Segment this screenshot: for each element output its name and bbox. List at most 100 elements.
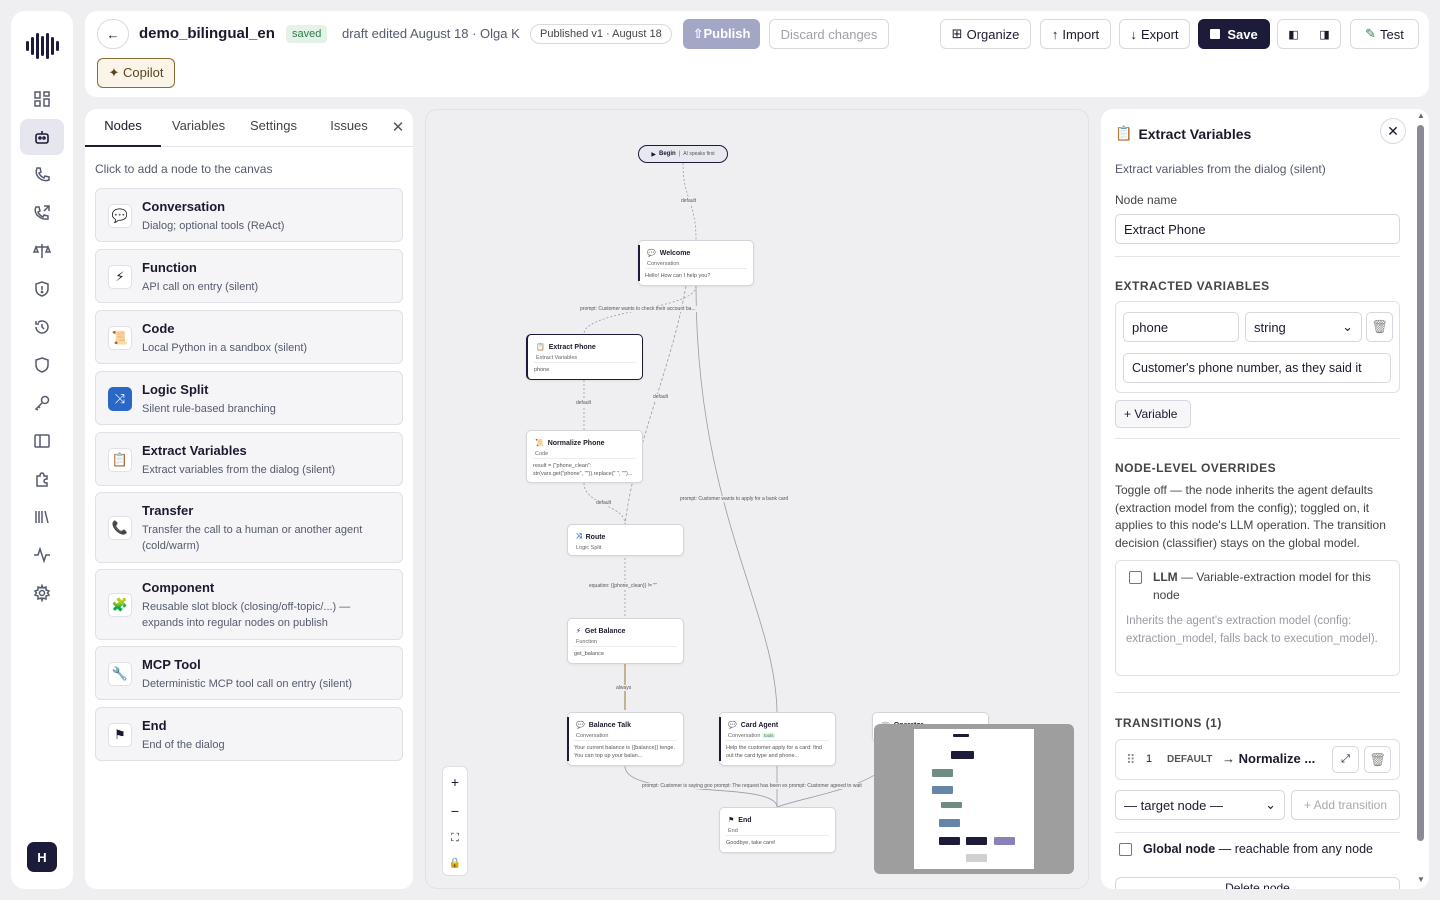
palette-item-desc: Silent rule-based branching	[142, 403, 276, 415]
canvas-node-card-agent[interactable]: 💬Card Agent Conversation tools Help the …	[719, 712, 836, 766]
edge-label[interactable]: prompt: Customer wants to apply for a ba…	[679, 496, 790, 502]
phone-outgoing-icon[interactable]	[20, 195, 64, 231]
phone-icon[interactable]	[20, 157, 64, 193]
panel-left-icon[interactable]: ◧	[1288, 28, 1299, 41]
test-button[interactable]: ✎Test	[1350, 19, 1419, 49]
variable-description-input[interactable]: Customer's phone number, as they said it	[1123, 353, 1391, 383]
edge-label[interactable]: prompt: Customer wants to check their ac…	[579, 306, 697, 312]
layout-icon[interactable]	[20, 423, 64, 459]
llm-label: LLM	[1153, 570, 1178, 584]
zoom-out-icon[interactable]: −	[450, 802, 460, 819]
node-body: result = {"phone_clean": str(vars.get("p…	[533, 458, 636, 478]
canvas-node-balance-talk[interactable]: 💬Balance Talk Conversation Your current …	[567, 712, 684, 766]
drag-handle-icon[interactable]: ⠿	[1126, 752, 1136, 767]
puzzle-icon[interactable]	[20, 461, 64, 497]
delete-node-button[interactable]: Delete node	[1115, 877, 1400, 889]
edge-label[interactable]: prompt: Customer is saying goo prompt: T…	[641, 783, 863, 789]
canvas-node-normalize-phone[interactable]: 📜Normalize Phone Code result = {"phone_c…	[526, 430, 643, 483]
agents-icon[interactable]	[20, 119, 64, 155]
palette-item-transfer[interactable]: 📞 Transfer Transfer the call to a human …	[95, 492, 403, 563]
close-icon[interactable]: ✕	[1380, 118, 1406, 144]
publish-button[interactable]: ⇧Publish	[683, 19, 760, 49]
tab-nodes[interactable]: Nodes	[85, 109, 161, 147]
node-palette: Nodes Variables Settings Issues ✕ Click …	[85, 109, 413, 889]
arrow-up-icon: ↑	[1051, 26, 1059, 42]
node-title: ⤨Route	[576, 533, 605, 541]
edge-label[interactable]: default	[680, 198, 698, 204]
organize-button[interactable]: ⊞Organize	[940, 19, 1031, 49]
rail-nav	[20, 81, 64, 611]
shield-icon[interactable]	[20, 271, 64, 307]
tab-settings[interactable]: Settings	[250, 118, 297, 133]
save-button[interactable]: Save	[1198, 19, 1270, 49]
palette-item-logic-split[interactable]: ⤨ Logic Split Silent rule-based branchin…	[95, 371, 403, 425]
target-node-select[interactable]: — target node —⌄	[1115, 790, 1285, 820]
palette-item-function[interactable]: ⚡ Function API call on entry (silent)	[95, 249, 403, 303]
delete-variable-button[interactable]: 🗑	[1366, 312, 1393, 342]
canvas-node-extract-phone[interactable]: 📋Extract Phone Extract Variables phone	[526, 334, 643, 380]
palette-item-title: MCP Tool	[142, 657, 201, 672]
inspector-scrollbar[interactable]	[1417, 125, 1424, 841]
edit-transition-button[interactable]: ⤢	[1332, 746, 1359, 773]
minimap-viewport	[914, 729, 1034, 869]
node-subtitle: Code	[535, 451, 549, 457]
node-title: 💬Card Agent	[728, 721, 778, 730]
node-name-input[interactable]: Extract Phone	[1115, 214, 1400, 244]
palette-item-end[interactable]: ⚑ End End of the dialog	[95, 707, 403, 761]
variable-type-select[interactable]: string⌄	[1245, 312, 1362, 342]
discard-changes-button[interactable]: Discard changes	[769, 19, 889, 49]
key-icon[interactable]	[20, 385, 64, 421]
palette-item-code[interactable]: 📜 Code Local Python in a sandbox (silent…	[95, 310, 403, 364]
scroll-up-icon[interactable]: ▲	[1417, 111, 1425, 120]
llm-override-checkbox[interactable]	[1129, 571, 1142, 584]
global-node-checkbox[interactable]	[1119, 843, 1132, 856]
node-accent-bar	[719, 717, 721, 761]
variable-name-input[interactable]: phone	[1123, 312, 1239, 342]
shuffle-icon: ⤨	[108, 387, 132, 411]
test-label: Test	[1380, 26, 1404, 42]
palette-item-extract-variables[interactable]: 📋 Extract Variables Extract variables fr…	[95, 432, 403, 486]
flow-canvas[interactable]: ▶ Begin | AI speaks first default 💬Welco…	[425, 109, 1089, 889]
edge-label[interactable]: default	[575, 400, 593, 406]
tab-variables[interactable]: Variables	[171, 118, 226, 133]
delete-transition-button[interactable]: 🗑	[1364, 746, 1391, 773]
scroll-down-icon[interactable]: ▼	[1417, 875, 1425, 884]
edge-label[interactable]: default	[652, 394, 670, 400]
back-button[interactable]: ←	[97, 19, 129, 49]
node-name-label: Node name	[1115, 193, 1178, 207]
palette-item-component[interactable]: 🧩 Component Reusable slot block (closing…	[95, 569, 403, 640]
canvas-node-route[interactable]: ⤨Route Logic Split	[567, 524, 684, 556]
scales-icon[interactable]	[20, 233, 64, 269]
tab-issues[interactable]: Issues	[330, 118, 368, 133]
palette-item-conversation[interactable]: 💬 Conversation Dialog; optional tools (R…	[95, 188, 403, 242]
canvas-node-welcome[interactable]: 💬Welcome Conversation Hello! How can I h…	[638, 240, 754, 286]
edge-label[interactable]: always	[615, 685, 633, 691]
history-icon[interactable]	[20, 309, 64, 345]
copilot-button[interactable]: ✦ Copilot	[97, 58, 175, 88]
canvas-node-get-balance[interactable]: ⚡Get Balance Function get_balance	[567, 618, 684, 664]
export-button[interactable]: ↓Export	[1119, 19, 1190, 49]
canvas-node-end[interactable]: ⚑End End Goodbye, take care!	[719, 807, 836, 853]
library-icon[interactable]	[20, 499, 64, 535]
minimap[interactable]	[874, 724, 1074, 874]
overrides-heading: NODE-LEVEL OVERRIDES	[1115, 461, 1277, 475]
settings-icon[interactable]	[20, 575, 64, 611]
add-variable-button[interactable]: + Variable	[1115, 400, 1191, 428]
edge-label[interactable]: default	[595, 500, 613, 506]
avatar[interactable]: H	[27, 842, 57, 872]
activity-icon[interactable]	[20, 537, 64, 573]
lock-icon[interactable]: 🔒	[448, 857, 462, 869]
chat-icon: 💬	[728, 722, 737, 729]
zoom-in-icon[interactable]: +	[450, 773, 460, 790]
minimap-node	[932, 769, 953, 777]
shield-check-icon[interactable]	[20, 347, 64, 383]
panel-right-icon[interactable]: ◨	[1319, 28, 1330, 41]
palette-item-mcp-tool[interactable]: 🔧 MCP Tool Deterministic MCP tool call o…	[95, 646, 403, 700]
dashboard-icon[interactable]	[20, 81, 64, 117]
fit-view-icon[interactable]: ⛶	[451, 831, 459, 844]
close-icon[interactable]: ✕	[391, 119, 405, 136]
import-button[interactable]: ↑Import	[1040, 19, 1111, 49]
edge-label[interactable]: equation: {{phone_clean}} != ""	[588, 583, 658, 589]
canvas-node-begin[interactable]: ▶ Begin | AI speaks first	[638, 145, 728, 163]
add-transition-button[interactable]: + Add transition	[1291, 790, 1400, 820]
